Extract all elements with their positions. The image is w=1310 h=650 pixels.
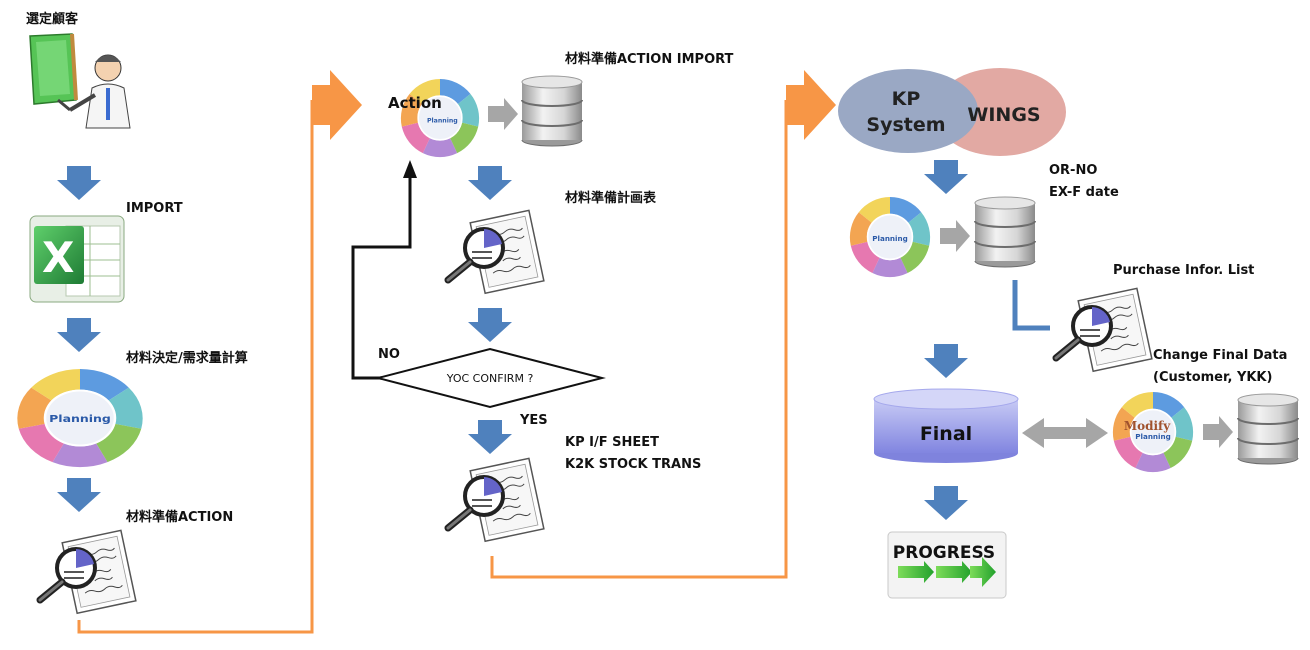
final-disk — [873, 388, 1019, 463]
arrow-down-4 — [468, 166, 512, 200]
kp-system-ellipse — [838, 69, 978, 153]
svg-text:Planning: Planning — [49, 413, 111, 424]
exf-date-label: EX-F date — [1049, 185, 1119, 200]
orange-connector-2 — [490, 100, 788, 579]
arrow-down-8 — [924, 344, 968, 378]
action-import-label: 材料準備ACTION IMPORT — [565, 51, 734, 67]
kp-label: KP — [892, 88, 921, 110]
person-at-board-icon — [29, 33, 131, 129]
database-icon-2 — [974, 196, 1036, 268]
progress-banner-icon: PROGRESS — [887, 531, 1007, 599]
gray-arrow-2 — [940, 220, 970, 252]
final-label: Final — [920, 423, 972, 445]
system-label: System — [866, 114, 945, 136]
modify-planning-wheel-icon: Planning — [1112, 392, 1194, 473]
yoc-confirm-decision — [374, 347, 606, 409]
change-final-label-1: Change Final Data — [1153, 348, 1287, 363]
modify-word-label: Modify — [1124, 419, 1171, 433]
magnifier-report-icon-4 — [1056, 288, 1152, 371]
arrow-down-2 — [57, 318, 101, 352]
arrow-down-3 — [57, 478, 101, 512]
purchase-info-label: Purchase Infor. List — [1113, 263, 1254, 278]
magnifier-report-icon-2 — [448, 210, 544, 293]
svg-text:Planning: Planning — [1135, 432, 1171, 441]
material-decision-label: 材料決定/需求量計算 — [126, 350, 248, 366]
action-word-label: Action — [388, 94, 442, 112]
excel-icon: X — [29, 215, 125, 303]
kp-if-sheet-label: KP I/F SHEET — [565, 435, 659, 450]
change-final-label-2: (Customer, YKK) — [1153, 370, 1272, 385]
progress-label: PROGRESS — [893, 543, 995, 563]
svg-text:Planning: Planning — [427, 118, 458, 125]
orange-arrow-1 — [312, 70, 362, 140]
orange-connector-1 — [77, 100, 314, 634]
or-no-label: OR-NO — [1049, 163, 1097, 178]
selected-customer-label: 選定顧客 — [26, 11, 79, 27]
magnifier-report-icon-3 — [448, 458, 544, 541]
gray-arrow-3 — [1203, 416, 1233, 448]
arrow-down-6 — [468, 420, 512, 454]
yes-label: YES — [519, 413, 548, 428]
arrow-down-7 — [924, 160, 968, 194]
orange-arrow-2 — [786, 70, 836, 140]
action-planning-wheel-icon: Planning — [400, 79, 480, 158]
double-arrow — [1022, 418, 1108, 448]
blue-connector-purchase — [1012, 280, 1050, 331]
database-icon-1 — [521, 75, 583, 147]
import-label: IMPORT — [126, 201, 183, 216]
database-icon-3 — [1237, 393, 1299, 465]
no-label: NO — [378, 347, 400, 362]
no-loop-line — [351, 175, 412, 380]
k2k-stock-trans-label: K2K STOCK TRANS — [565, 457, 701, 472]
magnifier-report-icon — [40, 530, 136, 613]
gray-arrow-1 — [488, 98, 518, 130]
arrow-down-1 — [57, 166, 101, 200]
svg-text:X: X — [42, 233, 74, 282]
arrow-down-5 — [468, 308, 512, 342]
action-plan-table-label: 材料準備計画表 — [565, 190, 657, 206]
material-action-label: 材料準備ACTION — [126, 509, 233, 525]
yoc-confirm-label: YOC CONFIRM ? — [446, 372, 534, 385]
arrow-down-9 — [924, 486, 968, 520]
svg-text:Planning: Planning — [872, 234, 908, 243]
planning-wheel-icon-3: Planning — [849, 197, 931, 278]
wings-label: WINGS — [967, 104, 1040, 126]
planning-wheel-icon: Planning — [17, 369, 143, 468]
no-loop-arrowhead — [403, 160, 417, 178]
